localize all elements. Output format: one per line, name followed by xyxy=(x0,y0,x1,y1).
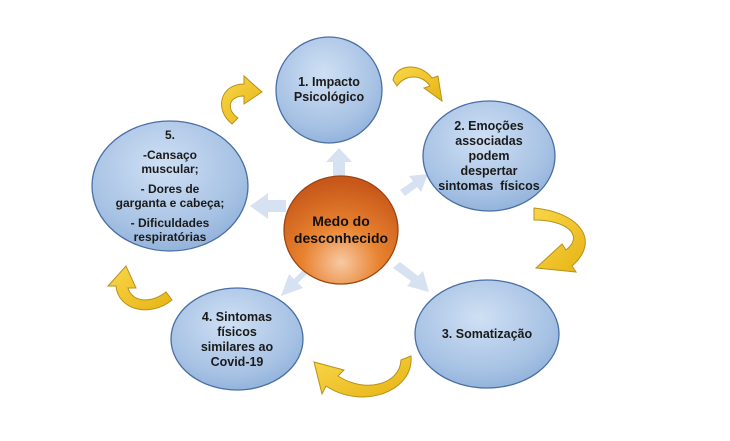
node-4-circle xyxy=(170,287,304,391)
node-5-item-1-line-2: muscular; xyxy=(141,162,199,176)
node-5-circle xyxy=(91,120,249,252)
node-4-line-1: 4. Sintomas xyxy=(201,310,273,324)
node-5-label: 5. -Cansaço muscular; - Dores de gargant… xyxy=(100,128,240,244)
node-5-item-3-line-1: - Dificuldades xyxy=(130,216,210,230)
center-line-2: desconhecido xyxy=(293,230,389,246)
node-2-line-1: 2. Emoções xyxy=(454,118,524,133)
cycle-arrow-3-to-4 xyxy=(313,355,412,398)
cycle-arrows xyxy=(106,66,586,398)
node-2-label: 2. Emoções associadas podem despertar si… xyxy=(428,114,550,198)
node-5-item-3-line-2: respiratórias xyxy=(133,230,207,244)
node-3-label: 3. Somatização xyxy=(420,322,554,346)
center-line-1: Medo do xyxy=(312,213,370,229)
node-2-circle xyxy=(422,100,556,212)
node-2-line-5: sintomas físicos xyxy=(438,178,540,193)
arrow-center-to-node-2 xyxy=(400,174,428,196)
arrow-center-to-node-3 xyxy=(393,262,429,292)
node-4-line-2: físicos xyxy=(217,325,257,339)
node-4-line-4: Covid-19 xyxy=(210,355,264,369)
radial-arrows xyxy=(250,148,429,296)
node-3-circle xyxy=(414,279,560,389)
cycle-arrow-4-to-5 xyxy=(106,265,173,311)
node-5-item-1-line-1: -Cansaço xyxy=(142,148,198,162)
node-1-line-1: 1. Impacto xyxy=(298,75,360,89)
node-1-label: 1. Impacto Psicológico xyxy=(282,66,376,114)
node-1-line-2: Psicológico xyxy=(293,90,365,104)
node-2-line-2: associadas xyxy=(455,133,523,148)
node-4-label: 4. Sintomas físicos similares ao Covid-1… xyxy=(186,308,288,372)
cycle-arrow-2-to-3 xyxy=(533,207,586,273)
arrow-center-to-node-1 xyxy=(326,148,352,176)
cycle-arrow-1-to-2 xyxy=(392,66,443,103)
node-5-item-2-line-1: - Dores de xyxy=(140,182,200,196)
node-2-line-4: despertar xyxy=(460,163,518,178)
node-5-number: 5. xyxy=(164,128,175,142)
center-circle xyxy=(283,175,399,285)
node-5-item-2-line-2: garganta e cabeça; xyxy=(115,196,225,210)
cycle-arrow-5-to-1 xyxy=(221,74,263,125)
node-3-line-1: 3. Somatização xyxy=(441,326,533,341)
center-label: Medo do desconhecido xyxy=(290,210,392,250)
node-2-line-3: podem xyxy=(468,148,510,163)
arrow-center-to-node-5 xyxy=(250,193,286,219)
arrow-center-to-node-4 xyxy=(281,268,309,296)
node-4-line-3: similares ao xyxy=(200,340,274,354)
node-1-circle xyxy=(275,36,383,144)
